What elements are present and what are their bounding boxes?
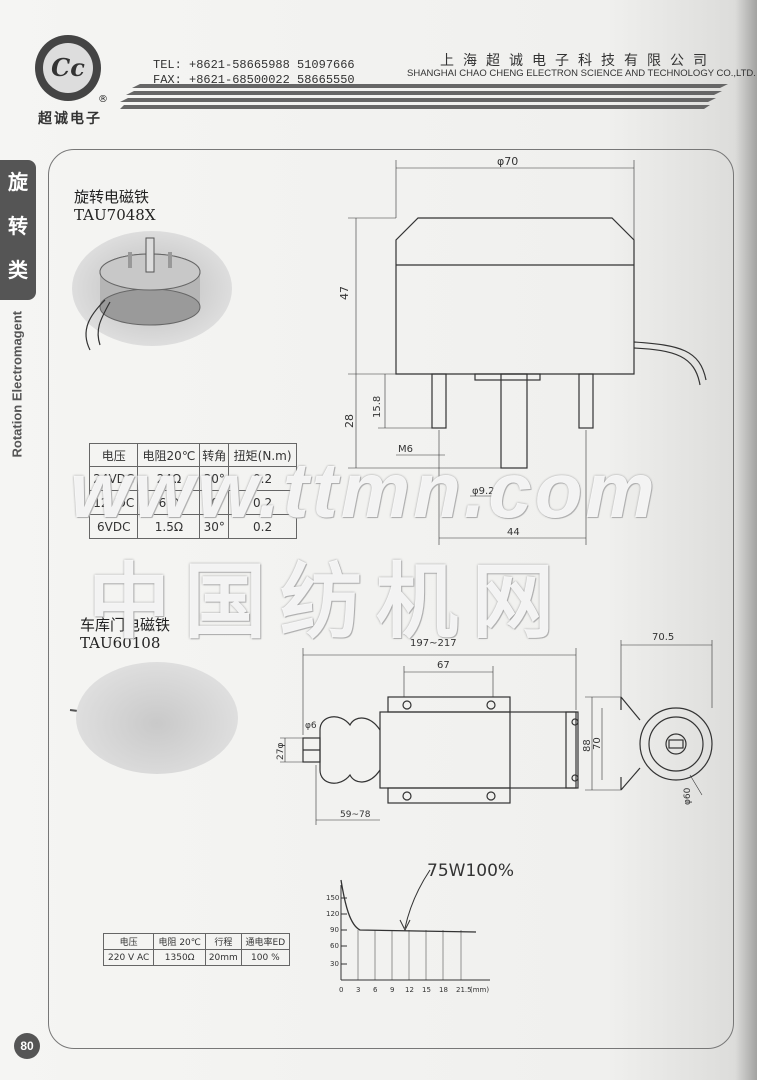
- dim-height-15-8: 15.8: [372, 396, 383, 418]
- company-name-en: SHANGHAI CHAO CHENG ELECTRON SCIENCE AND…: [407, 68, 756, 79]
- y-tick: 120: [326, 910, 339, 918]
- header-cell: 转角: [199, 443, 230, 467]
- force-stroke-graph: [340, 869, 490, 981]
- dim-width-44: 44: [507, 527, 520, 538]
- dim-height-28: 28: [343, 414, 356, 428]
- table-cell: 0.2: [228, 466, 297, 491]
- header-cell: 电阻20℃: [137, 443, 201, 467]
- dim-height-47: 47: [338, 286, 351, 300]
- product2-title: 车库门电磁铁 TAU60108: [80, 616, 170, 652]
- tel-line: TEL: +8621-58665988 51097666: [153, 58, 355, 72]
- product2-photo: [76, 662, 238, 774]
- category-tab: 旋 转 类: [0, 160, 36, 300]
- product1-title: 旋转电磁铁 TAU7048X: [74, 188, 156, 224]
- table-header-row: 电压 电阻20℃ 转角 扭矩(N.m): [88, 443, 297, 467]
- table-cell: 24VDC: [88, 466, 139, 491]
- header-cell: 电阻 20℃: [153, 933, 206, 950]
- watermark-cn: 中国纺机网: [88, 555, 569, 650]
- table-cell: 100 %: [240, 949, 291, 966]
- table-cell: 6 Ω: [137, 490, 201, 515]
- product1-name-cn: 旋转电磁铁: [74, 188, 150, 206]
- product2-name-cn: 车库门电磁铁: [80, 616, 171, 634]
- dim-width-67: 67: [437, 660, 450, 671]
- contact-info: TEL: +8621-58665988 51097666 FAX: +8621-…: [153, 58, 355, 88]
- y-tick: 90: [330, 926, 339, 934]
- fax-line: FAX: +8621-68500022 58665550: [153, 73, 355, 87]
- x-tick: 3: [356, 986, 360, 994]
- x-tick: 6: [373, 986, 378, 994]
- x-tick: 18: [439, 986, 448, 994]
- table-cell: 1350Ω: [153, 949, 206, 966]
- x-tick: 21.5: [456, 986, 472, 994]
- product2-model: TAU60108: [80, 634, 161, 652]
- product1-drawing: [348, 160, 707, 545]
- y-tick: 30: [330, 960, 339, 968]
- table-row: 220 V AC 1350Ω 20mm 100 %: [102, 949, 291, 966]
- dim-height-70: 70: [592, 737, 603, 750]
- dim-diameter-60: φ60: [683, 787, 693, 805]
- brand-name-cn: 超诚电子: [38, 111, 102, 127]
- x-tick: 9: [390, 986, 394, 994]
- dim-diameter-6: φ6: [305, 721, 317, 731]
- y-tick: 150: [326, 894, 339, 902]
- watermark-url: www.ttmn.com: [70, 446, 658, 534]
- page-number: 80: [14, 1033, 40, 1059]
- header-cell: 电压: [102, 933, 155, 950]
- registered-mark: ®: [98, 94, 108, 105]
- product1-model: TAU7048X: [74, 206, 156, 224]
- table-cell: 0.2: [228, 514, 297, 539]
- dim-length-197-217: 197~217: [410, 638, 457, 649]
- product2-drawing: [280, 640, 713, 825]
- tab-char: 类: [8, 258, 28, 282]
- dim-height-88: 88: [582, 739, 593, 752]
- product2-spec-table: 电压 电阻 20℃ 行程 通电率ED 220 V AC 1350Ω 20mm 1…: [102, 933, 291, 966]
- header-stripes: [120, 84, 728, 109]
- rotary-solenoid-photo: [85, 237, 201, 351]
- table-cell: 0.2: [228, 490, 297, 515]
- table-cell: 30°: [199, 514, 230, 539]
- table-header-row: 电压 电阻 20℃ 行程 通电率ED: [102, 933, 291, 950]
- dim-stroke-59-78: 59~78: [340, 810, 371, 820]
- x-tick: 0: [339, 986, 343, 994]
- logo-cc-mark: Cc: [43, 43, 93, 93]
- header-cell: 行程: [205, 933, 242, 950]
- table-row: 6VDC 1.5Ω 30° 0.2: [88, 514, 297, 539]
- table-cell: 220 V AC: [102, 949, 155, 966]
- company-logo: Cc: [35, 35, 101, 101]
- y-tick: 60: [330, 942, 339, 950]
- dim-thread-m6: M6: [398, 444, 413, 455]
- curve-label: 75W100%: [427, 861, 514, 881]
- dim-diameter-70: φ70: [497, 155, 518, 168]
- x-unit: (mm): [470, 986, 489, 994]
- header-cell: 通电率ED: [240, 933, 291, 950]
- tab-char: 旋: [8, 170, 28, 194]
- x-tick: 12: [405, 986, 414, 994]
- table-cell: 1.5Ω: [137, 514, 201, 539]
- table-cell: 20mm: [205, 949, 242, 966]
- header-cell: 扭矩(N.m): [228, 443, 297, 467]
- content-frame: [48, 149, 734, 1049]
- x-tick: 15: [422, 986, 431, 994]
- product1-spec-table: 电压 电阻20℃ 转角 扭矩(N.m) 24VDC 24Ω 30° 0.2 12…: [88, 443, 297, 539]
- tab-char: 转: [8, 214, 28, 238]
- dim-diameter-9-2: φ9.2: [472, 486, 495, 497]
- page-edge-shadow: [735, 0, 757, 1080]
- dim-diameter-27: 27φ: [276, 743, 286, 760]
- table-cell: 6VDC: [88, 514, 139, 539]
- company-name-cn: 上海超诚电子科技有限公司: [440, 53, 716, 69]
- dim-width-70-5: 70.5: [652, 632, 674, 643]
